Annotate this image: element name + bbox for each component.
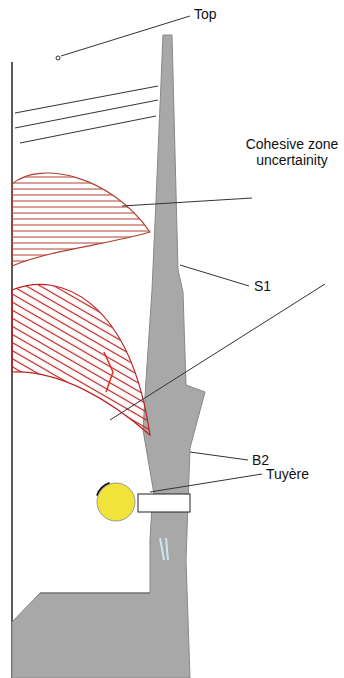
furnace-wall bbox=[12, 35, 205, 678]
cohesive-mark bbox=[104, 352, 113, 392]
part-label: S1 bbox=[254, 278, 271, 294]
top-marker bbox=[56, 56, 60, 60]
cohesive-zone-upper bbox=[12, 173, 150, 266]
cohesive-zone-lower bbox=[12, 284, 150, 435]
leader-lines bbox=[110, 198, 325, 492]
hearth-floor bbox=[40, 593, 150, 594]
burden-lines bbox=[15, 86, 158, 143]
tuyere-pipe bbox=[138, 494, 190, 512]
faint-mark bbox=[160, 538, 168, 560]
part-label: Top bbox=[194, 6, 217, 22]
zone-label: Cohesive zone uncertainity bbox=[244, 136, 340, 168]
part-label: B2 bbox=[252, 452, 269, 468]
leader-line bbox=[61, 16, 190, 56]
tuyere-raceway bbox=[97, 483, 135, 521]
part-label: Tuyère bbox=[266, 466, 309, 482]
